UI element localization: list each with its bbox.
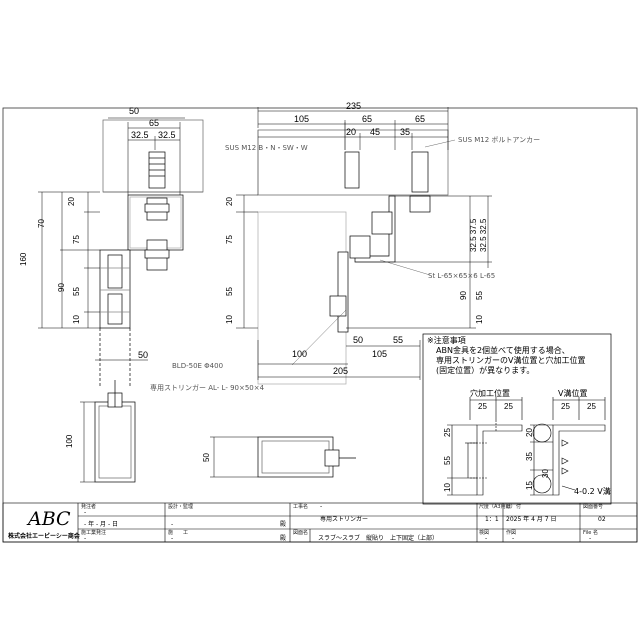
dim-right-b50v: 50 xyxy=(202,453,211,462)
dim-left-h20: 20 xyxy=(67,197,76,206)
tb-date: - 年 - 月 - 日 xyxy=(84,520,118,528)
tb-check-value: - xyxy=(485,535,487,542)
dim-right-b100: 100 xyxy=(292,349,307,359)
note-hole-title: 穴加工位置 xyxy=(470,388,510,398)
dim-left-32b: 32.5 xyxy=(158,130,176,140)
dim-left-w50: 50 xyxy=(138,350,148,360)
dim-left-h55: 55 xyxy=(72,287,81,296)
dim-right-65: 65 xyxy=(362,114,372,124)
tb-name-value: 専用ストリンガー xyxy=(320,515,368,523)
tb-file-label: File 名 xyxy=(583,529,598,536)
tb-builder-label: 施工業発注 xyxy=(81,529,106,536)
dim-left-h75: 75 xyxy=(72,235,81,244)
note-h25: 25 xyxy=(443,428,452,437)
tb-construct-value: - xyxy=(171,535,173,542)
label-bld: BLD-50E Φ400 xyxy=(172,362,223,370)
dim-left-h100: 100 xyxy=(65,434,74,448)
note-vgroove: 4-0.2 V溝 xyxy=(574,486,611,496)
tb-scale-label: 尺度（A3用紙） xyxy=(479,503,516,510)
note-box: ※注意事項 ABN金具を2個並べて使用する場合、 専用ストリンガーのV溝位置と穴… xyxy=(422,333,612,505)
dim-right-20: 20 xyxy=(346,127,356,137)
dim-left-h10: 10 xyxy=(72,315,81,324)
tb-date2-value: 2025 年 4 月 7 日 xyxy=(506,515,556,523)
note-d25b: 25 xyxy=(504,402,513,411)
tb-drawing-value: スラブ～スラブ 縦貼り 上下固定（上部） xyxy=(318,534,438,542)
tb-scale-value: 1：1 xyxy=(485,516,499,523)
dim-right-b205: 205 xyxy=(333,366,348,376)
dim-left-h160: 160 xyxy=(19,252,28,266)
note-line2: 専用ストリンガーのV溝位置と穴加工位置 xyxy=(436,355,585,365)
note-line1: ABN金具を2個並べて使用する場合、 xyxy=(436,345,570,355)
title-block xyxy=(2,502,638,543)
dim-left-50: 50 xyxy=(129,106,139,116)
company-name: 株式会社エービーシー商会 xyxy=(8,532,81,540)
tb-stamp1: 殿 xyxy=(280,521,286,528)
tb-builder-value: - xyxy=(84,535,86,542)
company-logo: ABC xyxy=(26,508,71,530)
left-dimensions xyxy=(38,117,185,483)
tb-draw-value: - xyxy=(512,535,514,542)
tb-design-label: 設計・監理 xyxy=(168,503,193,510)
dim-right-h55b: 55 xyxy=(475,291,484,300)
tb-construct-label: 施 工 xyxy=(168,529,188,536)
note-v35: 35 xyxy=(525,452,534,461)
tb-number-value: 02 xyxy=(598,516,606,523)
dim-right-35: 35 xyxy=(400,127,410,137)
note-vgroove-title: V溝位置 xyxy=(558,388,587,398)
note-d25d: 25 xyxy=(587,402,596,411)
right-view xyxy=(257,122,456,478)
dim-left-h90: 90 xyxy=(57,283,66,292)
dim-left-65: 65 xyxy=(149,118,159,128)
note-heading: ※注意事項 xyxy=(427,335,466,345)
dim-right-b50: 50 xyxy=(353,335,363,345)
tb-project-value: - xyxy=(320,503,322,510)
note-v20: 20 xyxy=(525,428,534,437)
tb-client-label: 発注者 xyxy=(81,503,96,510)
tb-client-value: - xyxy=(84,509,86,516)
dim-right-h10: 10 xyxy=(225,315,234,324)
note-h10: 10 xyxy=(443,483,452,492)
tb-date2-label: 日 付 xyxy=(506,503,521,510)
tb-check-label: 検図 xyxy=(479,529,489,536)
dim-right-b105: 105 xyxy=(372,349,387,359)
note-v15: 15 xyxy=(525,481,534,490)
tb-number-label: 図面番号 xyxy=(583,503,603,510)
tb-stamp2: 殿 xyxy=(280,535,286,542)
dim-left-32a: 32.5 xyxy=(131,130,149,140)
label-sus-anchor: SUS M12 ボルトアンカー xyxy=(458,136,540,144)
note-d25c: 25 xyxy=(561,402,570,411)
tb-draw-label: 作図 xyxy=(506,529,516,536)
dim-right-h90: 90 xyxy=(459,291,468,300)
label-stringer: 専用ストリンガー AL- L- 90×50×4 xyxy=(150,383,265,392)
tb-design-value: - xyxy=(171,521,173,528)
note-h55: 55 xyxy=(443,456,452,465)
label-sus-bolt: SUS M12 B・N・SW・W xyxy=(225,144,308,152)
dim-left-h70: 70 xyxy=(37,219,46,228)
label-angle: St L-65×65×6 L-65 xyxy=(428,272,495,280)
tb-drawing-label: 図面名 xyxy=(293,529,308,536)
dim-right-r32-37: 32.5 37.5 xyxy=(469,218,478,252)
dim-right-h20: 20 xyxy=(225,197,234,206)
dim-right-r32-32: 32.5 32.5 xyxy=(479,218,488,252)
dim-right-b55: 55 xyxy=(393,335,403,345)
note-v30: 30 xyxy=(541,469,550,478)
note-d25a: 25 xyxy=(478,402,487,411)
dim-right-65b: 65 xyxy=(415,114,425,124)
dim-right-h55: 55 xyxy=(225,287,234,296)
left-view xyxy=(94,119,204,483)
note-line3: (固定位置）が異なります。 xyxy=(436,365,534,375)
dim-right-h10b: 10 xyxy=(475,315,484,324)
dim-right-h75: 75 xyxy=(225,235,234,244)
tb-project-label: 工事名 xyxy=(293,503,308,510)
dim-right-45: 45 xyxy=(370,127,380,137)
tb-file-value: - xyxy=(589,535,591,542)
right-dimensions xyxy=(210,107,492,478)
dim-right-105: 105 xyxy=(294,114,309,124)
dim-right-235: 235 xyxy=(346,101,361,111)
